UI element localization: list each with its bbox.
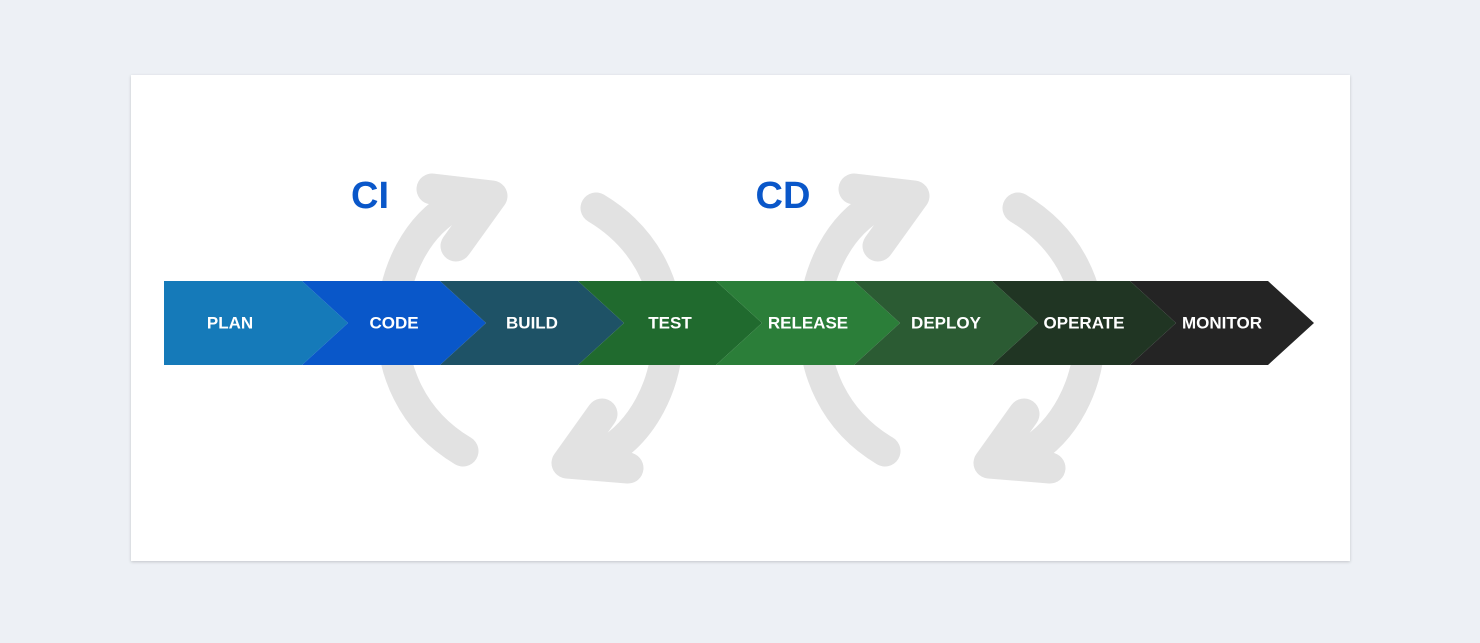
stage-chevron-monitor — [1130, 281, 1314, 365]
stage-label-code: CODE — [369, 314, 418, 333]
ci-phase-label: CI — [351, 175, 389, 217]
stage-label-test: TEST — [648, 314, 692, 333]
ci-cycle-arrowhead-top — [416, 173, 508, 262]
stage-label-operate: OPERATE — [1044, 314, 1125, 333]
stage-chevron-build — [440, 281, 624, 365]
stage-chevron-plan — [164, 281, 348, 365]
pipeline-stages: PLAN CODE BUILD TEST RELEASE DEPLOY OPERATE MON… — [164, 281, 1314, 365]
stage-label-release: RELEASE — [768, 314, 848, 333]
cd-cycle-arrowhead-top — [838, 173, 930, 262]
cd-cycle-arrowhead-bottom — [973, 398, 1066, 484]
stage-chevron-operate — [992, 281, 1176, 365]
stage-label-monitor: MONITOR — [1182, 314, 1262, 333]
stage-chevron-release — [716, 281, 900, 365]
cd-phase-label: CD — [756, 175, 811, 217]
stage-label-plan: PLAN — [207, 314, 253, 333]
stage-chevron-deploy — [854, 281, 1038, 365]
stage-chevron-code — [302, 281, 486, 365]
ci-cycle-arrowhead-bottom — [551, 398, 644, 484]
stage-chevron-test — [578, 281, 762, 365]
stage-label-build: BUILD — [506, 314, 558, 333]
stage-label-deploy: DEPLOY — [911, 314, 982, 333]
